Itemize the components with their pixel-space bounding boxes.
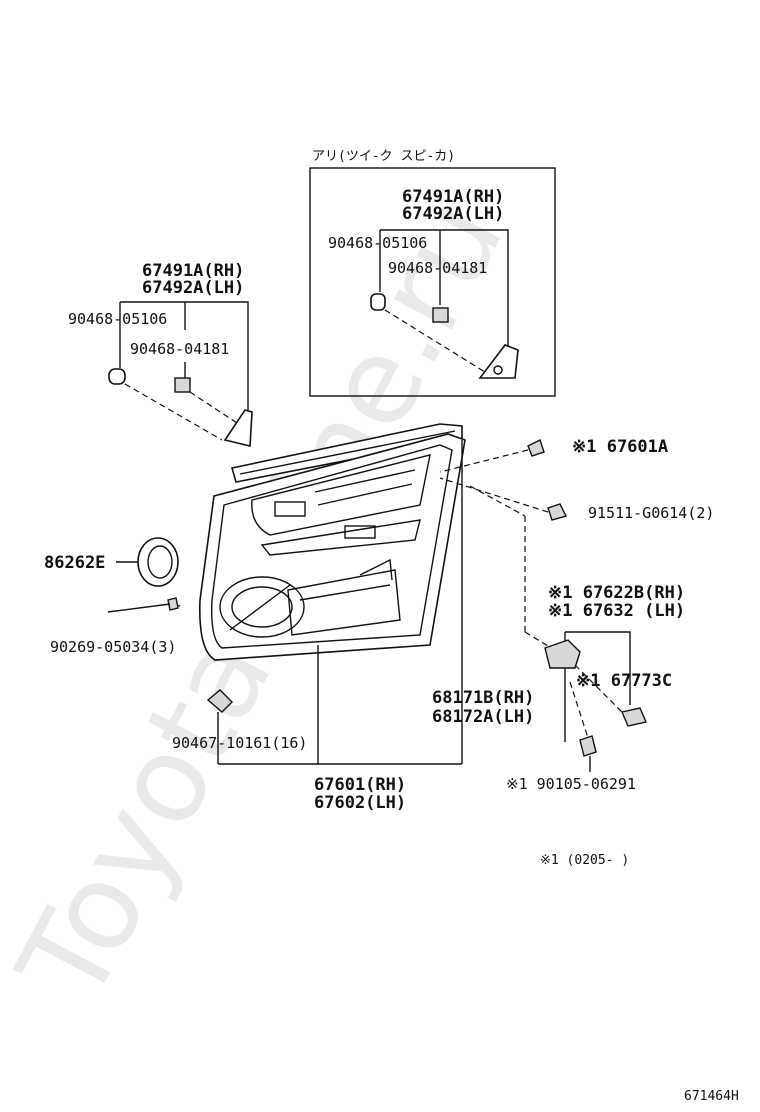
label-67491a-rh-inset: 67491A(RH) [402, 187, 504, 207]
label-90467-10161: 90467-10161(16) [172, 734, 307, 752]
label-90468-05106: 90468-05106 [68, 310, 167, 328]
clip-90467: 90467-10161(16) [172, 689, 307, 764]
label-86262e: 86262E [44, 553, 105, 573]
retainer-icon [432, 307, 449, 323]
screw-icon [547, 503, 568, 521]
door-trim-panel [198, 423, 466, 661]
label-67601a: ※1 67601A [572, 437, 668, 457]
label-67601-rh: 67601(RH) [314, 775, 406, 795]
inside-handle-group: ※1 67622B(RH) ※1 67632 (LH) ※1 67773C ※1… [469, 485, 685, 793]
label-91511-g0614: 91511-G0614(2) [588, 504, 714, 522]
label-67622b-rh: ※1 67622B(RH) [548, 583, 685, 603]
reference-code: 671464H [684, 1089, 739, 1104]
label-67492a-lh: 67492A(LH) [142, 278, 244, 298]
footnote: ※1 (0205- ) [540, 853, 629, 868]
tweeter-trim-icon [478, 344, 519, 379]
label-67492a-lh-inset: 67492A(LH) [402, 204, 504, 224]
label-68172a-lh: 68172A(LH) [432, 707, 534, 727]
clip-icon [370, 293, 386, 311]
label-67632-lh: ※1 67632 (LH) [548, 601, 685, 621]
speaker-86262e: 86262E 90269-05034(3) [44, 537, 181, 656]
label-90269-05034: 90269-05034(3) [50, 638, 176, 656]
screw-91511: 91511-G0614(2) [439, 477, 714, 522]
handle-bezel-icon [544, 639, 581, 669]
label-67773c: ※1 67773C [576, 671, 672, 691]
trim-piece-group: 67491A(RH) 67492A(LH) 90468-05106 90468-… [68, 261, 253, 448]
label-90468-04181: 90468-04181 [130, 340, 229, 358]
label-90468-05106-inset: 90468-05106 [328, 234, 427, 252]
clip-icon [206, 689, 233, 713]
inset-tweeter: アリ(ツイ-ク スピ-カ) 67491A(RH) 67492A(LH) 9046… [309, 149, 556, 397]
clip-icon [108, 368, 126, 385]
trim-piece-icon [223, 409, 253, 448]
label-90105-06291: ※1 90105-06291 [506, 775, 636, 793]
screw-icon [167, 597, 179, 611]
label-67491a-rh: 67491A(RH) [142, 261, 244, 281]
cover-icon [621, 707, 647, 727]
panel-labels: 68171B(RH) 68172A(LH) 67601(RH) 67602(LH… [218, 440, 534, 813]
label-67602-lh: 67602(LH) [314, 793, 406, 813]
bolt-icon [579, 735, 597, 757]
retainer-icon [174, 377, 191, 393]
inset-frame [309, 167, 556, 397]
screw-icon [527, 439, 545, 457]
label-68171b-rh: 68171B(RH) [432, 688, 534, 708]
inset-caption: アリ(ツイ-ク スピ-カ) [312, 149, 455, 164]
screw-67601a: ※1 67601A [439, 437, 668, 473]
label-90468-04181-inset: 90468-04181 [388, 259, 487, 277]
